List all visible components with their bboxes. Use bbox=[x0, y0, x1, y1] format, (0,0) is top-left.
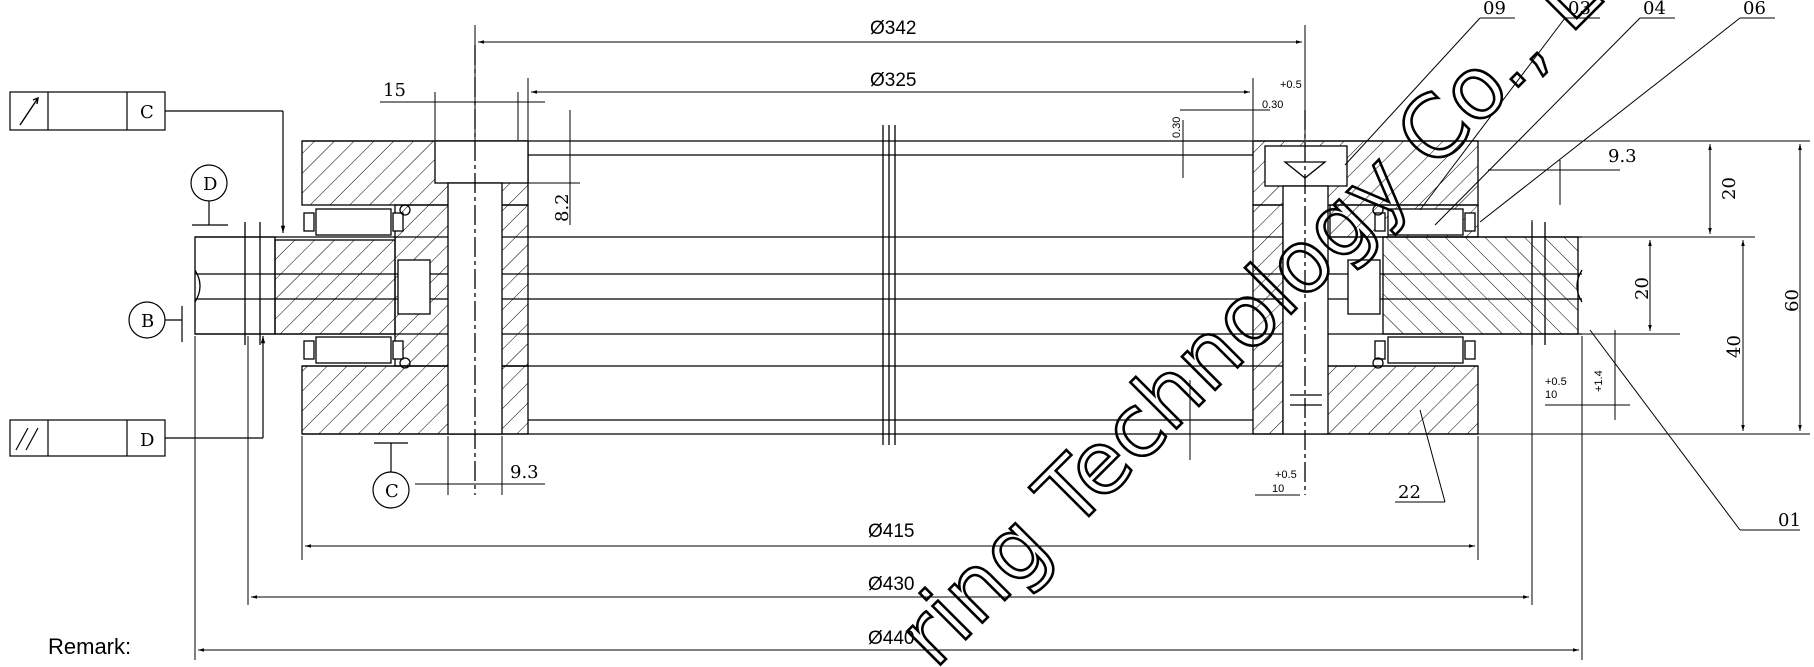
tol-plus14: +1.4 bbox=[1593, 370, 1605, 392]
dimension-labels: Ø342 Ø325 Ø415 Ø430 Ø440 15 8.2 9.3 9.3 … bbox=[383, 18, 1803, 649]
runout-frame bbox=[9, 91, 286, 233]
datum-c: C bbox=[385, 481, 399, 502]
dim-d342: Ø342 bbox=[870, 18, 916, 39]
dim-d430: Ø430 bbox=[868, 574, 914, 595]
tol-10-right: 10 bbox=[1545, 389, 1557, 401]
dim-20-top: 20 bbox=[1719, 177, 1740, 200]
dim-d325: Ø325 bbox=[870, 70, 916, 91]
tol-10-bottom: 10 bbox=[1272, 483, 1284, 495]
leader-lines bbox=[1344, 17, 1800, 531]
part-09: 09 bbox=[1483, 0, 1506, 19]
section-body bbox=[194, 45, 1583, 495]
datum-labels: D B C C D bbox=[140, 102, 399, 502]
tol-030: 0.30 bbox=[1262, 99, 1283, 111]
dim-15: 15 bbox=[383, 80, 406, 101]
dim-d440: Ø440 bbox=[868, 628, 914, 649]
dim-8-2: 8.2 bbox=[552, 193, 573, 222]
part-number-labels: 09 03 04 06 22 01 bbox=[1398, 0, 1801, 531]
part-06: 06 bbox=[1743, 0, 1766, 19]
tolerance-frames bbox=[9, 91, 410, 509]
tol-plus05-right: +0.5 bbox=[1545, 376, 1567, 388]
datum-b: B bbox=[141, 311, 154, 332]
parallelism-frame-datum: D bbox=[140, 430, 154, 451]
dim-9-3-top: 9.3 bbox=[1608, 146, 1637, 167]
tol-030-vertical: 0.30 bbox=[1171, 117, 1183, 138]
dim-20-mid: 20 bbox=[1632, 277, 1653, 300]
part-01: 01 bbox=[1778, 510, 1801, 531]
tol-plus05-top: +0.5 bbox=[1280, 79, 1302, 91]
runout-frame-datum: C bbox=[140, 102, 154, 123]
part-22: 22 bbox=[1398, 482, 1421, 503]
dim-9-3-bottom: 9.3 bbox=[510, 462, 539, 483]
dim-40: 40 bbox=[1724, 335, 1745, 358]
dim-60: 60 bbox=[1782, 289, 1803, 312]
part-04: 04 bbox=[1643, 0, 1666, 19]
part-03: 03 bbox=[1568, 0, 1591, 19]
dimension-lines bbox=[194, 25, 1810, 660]
remark-label: Remark: bbox=[48, 634, 132, 659]
datum-d: D bbox=[203, 174, 217, 195]
parallelism-frame bbox=[9, 336, 266, 457]
tol-plus05-bottom: +0.5 bbox=[1275, 469, 1297, 481]
dim-d415: Ø415 bbox=[868, 521, 914, 542]
